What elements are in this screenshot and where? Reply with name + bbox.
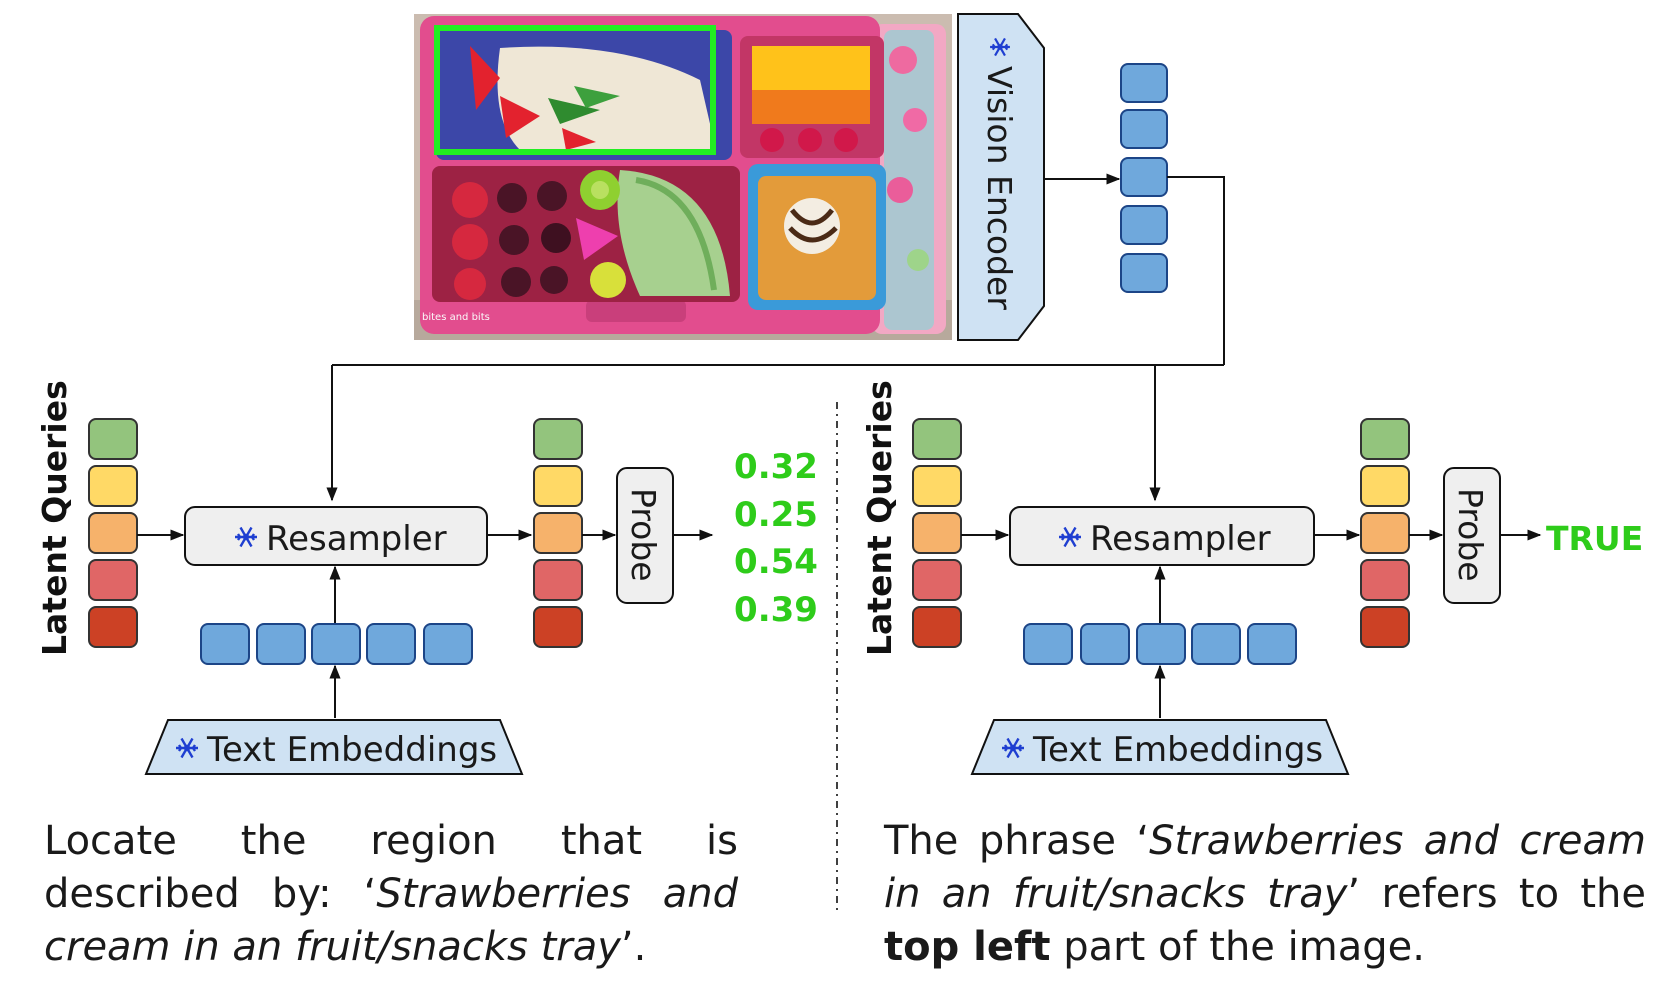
resampler-label: Resampler bbox=[1090, 519, 1271, 559]
output-queries bbox=[533, 418, 583, 648]
score-value: 0.25 bbox=[734, 495, 818, 535]
latent-queries bbox=[88, 418, 138, 648]
text-embeddings-label: Text Embeddings bbox=[1032, 730, 1323, 770]
lunchbox-image: bites and bits bbox=[414, 14, 952, 340]
left-caption-text: Locate the region that is described by: … bbox=[44, 818, 738, 917]
latent-queries bbox=[912, 418, 962, 648]
left-caption-end: ’. bbox=[620, 924, 647, 970]
vision-encoder-label: Vision Encoder bbox=[980, 66, 1019, 310]
text-embeddings-box: Text Embeddings bbox=[144, 719, 524, 775]
latent-queries-label: Latent Queries bbox=[860, 380, 899, 656]
text-embeddings-label: Text Embeddings bbox=[206, 730, 497, 770]
vision-encoder-box: Vision Encoder bbox=[957, 13, 1045, 341]
right-panel: Latent Queries Resampler Probe TRUE bbox=[860, 380, 1643, 775]
text-tokens bbox=[200, 623, 473, 665]
image-watermark: bites and bits bbox=[422, 312, 490, 323]
score-value: 0.32 bbox=[734, 447, 818, 487]
left-caption: Locate the region that is described by: … bbox=[44, 815, 738, 974]
right-caption-text: The phrase ‘ bbox=[884, 818, 1150, 864]
probe-output: TRUE bbox=[1546, 519, 1643, 558]
score-value: 0.54 bbox=[734, 542, 818, 582]
highlight-box bbox=[434, 25, 716, 155]
right-caption-bold: top left bbox=[884, 924, 1051, 970]
probe-scores: 0.32 0.25 0.54 0.39 bbox=[734, 447, 818, 630]
probe-label: Probe bbox=[624, 488, 663, 582]
resampler-label: Resampler bbox=[266, 519, 447, 559]
probe-label: Probe bbox=[1451, 488, 1490, 582]
right-caption-end: part of the image. bbox=[1050, 924, 1425, 970]
right-caption-quote: Strawberries and cream in an fruit/snack… bbox=[884, 818, 1646, 917]
latent-queries-label: Latent Queries bbox=[35, 380, 74, 656]
right-caption: The phrase ‘Strawberries and cream in an… bbox=[884, 815, 1646, 974]
left-panel: Latent Queries Resampler Probe 0.32 0.25… bbox=[35, 380, 818, 775]
text-embeddings-box: Text Embeddings bbox=[970, 719, 1350, 775]
output-queries bbox=[1360, 418, 1410, 648]
text-tokens bbox=[1023, 623, 1297, 665]
left-caption-quote: Strawberries and cream in an fruit/snack… bbox=[44, 871, 738, 970]
right-caption-mid: ’ refers to the bbox=[1347, 871, 1647, 917]
score-value: 0.39 bbox=[734, 590, 818, 630]
vision-tokens bbox=[1120, 63, 1168, 293]
